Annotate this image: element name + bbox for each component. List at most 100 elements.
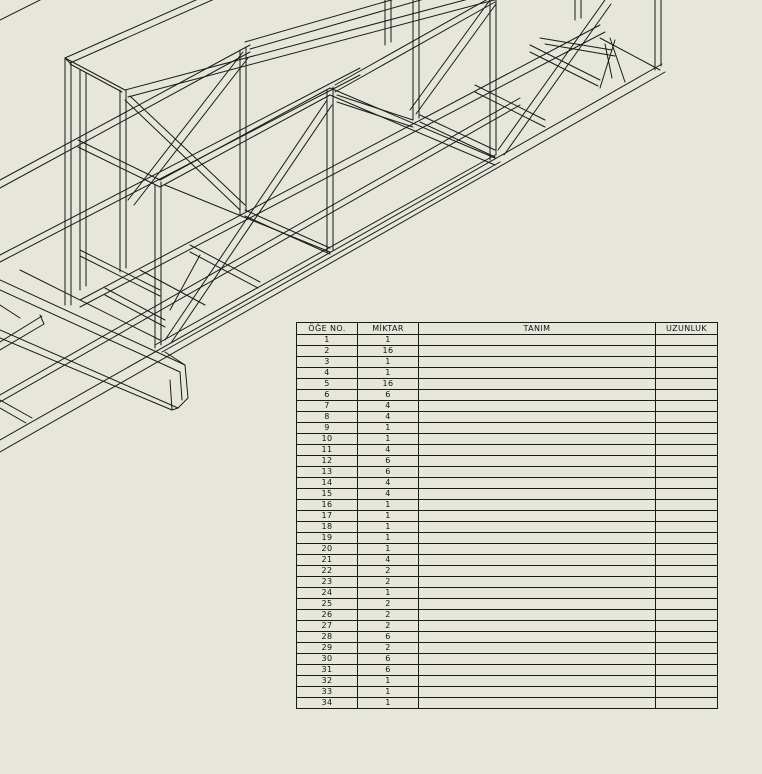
length-cell — [655, 356, 718, 368]
length-cell — [655, 466, 718, 478]
diagonal-bracing — [124, 0, 612, 344]
quantity-cell: 2 — [357, 565, 419, 577]
quantity-cell: 1 — [357, 697, 419, 709]
description-cell — [418, 664, 656, 676]
item-no-cell: 14 — [296, 477, 358, 489]
length-cell — [655, 609, 718, 621]
item-no-cell: 1 — [296, 334, 358, 346]
base-cross-members — [0, 37, 661, 424]
item-no-cell: 9 — [296, 422, 358, 434]
quantity-cell: 6 — [357, 631, 419, 643]
description-cell — [418, 400, 656, 412]
description-cell — [418, 510, 656, 522]
item-no-cell: 19 — [296, 532, 358, 544]
length-cell — [655, 642, 718, 654]
item-no-cell: 13 — [296, 466, 358, 478]
base-rails — [0, 0, 666, 453]
quantity-cell: 1 — [357, 686, 419, 698]
length-cell — [655, 378, 718, 390]
length-cell — [655, 587, 718, 599]
description-cell — [418, 521, 656, 533]
description-cell — [418, 697, 656, 709]
length-cell — [655, 422, 718, 434]
item-no-cell: 22 — [296, 565, 358, 577]
description-cell — [418, 367, 656, 379]
item-no-cell: 21 — [296, 554, 358, 566]
description-cell — [418, 477, 656, 489]
quantity-cell: 16 — [357, 345, 419, 357]
length-cell — [655, 631, 718, 643]
description-cell — [418, 378, 656, 390]
header-item-no: ÖĞE NO. — [296, 322, 358, 335]
item-no-cell: 26 — [296, 609, 358, 621]
length-cell — [655, 565, 718, 577]
quantity-cell: 4 — [357, 411, 419, 423]
length-cell — [655, 334, 718, 346]
upper-chord — [64, 0, 214, 64]
length-cell — [655, 367, 718, 379]
item-no-cell: 11 — [296, 444, 358, 456]
description-cell — [418, 653, 656, 665]
item-no-cell: 12 — [296, 455, 358, 467]
quantity-cell: 4 — [357, 554, 419, 566]
item-no-cell: 2 — [296, 345, 358, 357]
front-top-rail — [124, 0, 497, 98]
description-cell — [418, 444, 656, 456]
item-no-cell: 28 — [296, 631, 358, 643]
description-cell — [418, 609, 656, 621]
length-cell — [655, 521, 718, 533]
quantity-cell: 1 — [357, 356, 419, 368]
item-no-cell: 24 — [296, 587, 358, 599]
front-truss-verticals — [154, 0, 662, 349]
item-no-cell: 17 — [296, 510, 358, 522]
front-mid-rail — [77, 0, 496, 255]
quantity-cell: 4 — [357, 400, 419, 412]
description-cell — [418, 565, 656, 577]
quantity-cell: 16 — [357, 378, 419, 390]
length-cell — [655, 532, 718, 544]
item-no-cell: 15 — [296, 488, 358, 500]
quantity-cell: 1 — [357, 499, 419, 511]
length-cell — [655, 499, 718, 511]
description-cell — [418, 543, 656, 555]
item-no-cell: 10 — [296, 433, 358, 445]
item-no-cell: 27 — [296, 620, 358, 632]
quantity-cell: 1 — [357, 367, 419, 379]
description-cell — [418, 345, 656, 357]
item-no-cell: 18 — [296, 521, 358, 533]
quantity-cell: 2 — [357, 609, 419, 621]
length-cell — [655, 675, 718, 687]
header-length: UZUNLUK — [655, 322, 718, 335]
length-cell — [655, 433, 718, 445]
quantity-cell: 6 — [357, 389, 419, 401]
item-no-cell: 31 — [296, 664, 358, 676]
length-cell — [655, 576, 718, 588]
quantity-cell: 1 — [357, 334, 419, 346]
left-cross-bar — [0, 314, 45, 351]
length-cell — [655, 697, 718, 709]
quantity-cell: 2 — [357, 598, 419, 610]
quantity-cell: 6 — [357, 466, 419, 478]
item-no-cell: 29 — [296, 642, 358, 654]
quantity-cell: 2 — [357, 620, 419, 632]
length-cell — [655, 444, 718, 456]
description-cell — [418, 675, 656, 687]
item-no-cell: 8 — [296, 411, 358, 423]
